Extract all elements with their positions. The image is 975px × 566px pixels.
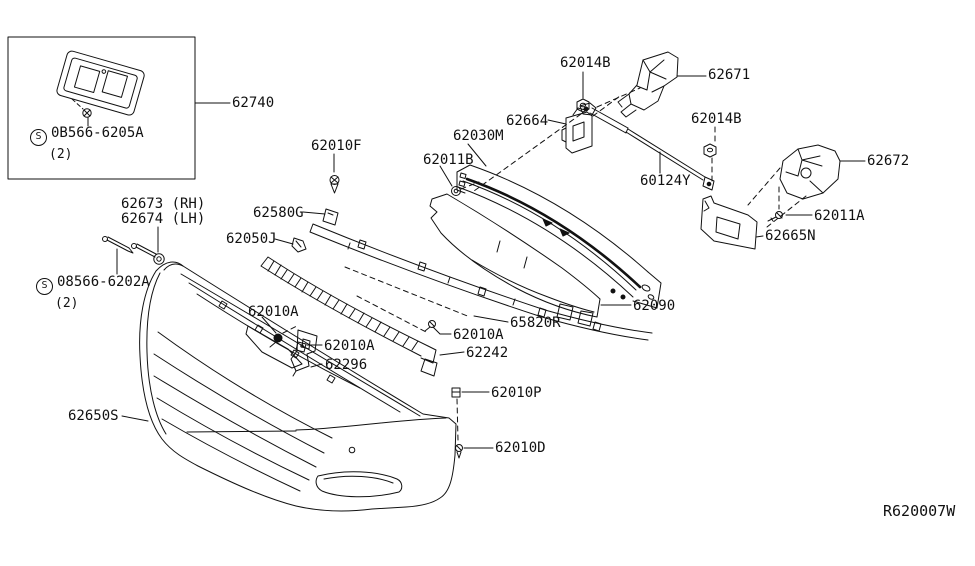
part-label-62010a-upper: 62010A xyxy=(453,327,504,343)
absorber-62090 xyxy=(429,193,601,327)
fastener-number: 0B566-6205A xyxy=(51,125,144,141)
construction-lines xyxy=(282,87,807,441)
part-label-62672: 62672 xyxy=(867,153,910,169)
license-plate-bracket xyxy=(56,50,145,116)
part-label-62242: 62242 xyxy=(466,345,509,361)
inset-box xyxy=(7,36,196,180)
part-label-62664: 62664 xyxy=(506,113,549,129)
bracket-62665n xyxy=(700,195,758,250)
part-label-62671: 62671 xyxy=(708,67,751,83)
part-label-62010a-left: 62010A xyxy=(248,304,299,320)
part-label-62010p: 62010P xyxy=(491,385,542,401)
part-label-62014b-top: 62014B xyxy=(560,55,611,71)
part-label-62010a-center: 62010A xyxy=(324,338,375,354)
grommet-62011b xyxy=(451,186,461,196)
bumper-fascia xyxy=(139,261,457,512)
part-label-62014b-right: 62014B xyxy=(691,111,742,127)
part-label-62011b: 62011B xyxy=(423,152,474,168)
bracket-62580g-clip xyxy=(322,208,339,226)
part-label-62010d: 62010D xyxy=(495,440,546,456)
part-label-62050j: 62050J xyxy=(226,231,277,247)
bracket-62296 xyxy=(290,329,318,377)
clip-62050j xyxy=(291,237,307,253)
part-label-65820r: 65820R xyxy=(510,315,561,331)
finisher-strip-62580g xyxy=(309,223,653,341)
s-symbol-icon: S xyxy=(36,278,53,295)
part-label-62090: 62090 xyxy=(633,298,676,314)
inset-screw xyxy=(71,98,92,127)
bracket-62664 xyxy=(561,107,593,154)
clip-62010p xyxy=(451,387,461,398)
fastener-qty: (2) xyxy=(55,296,79,311)
fastener-number: 08566-6202A xyxy=(57,274,150,290)
part-label-62740: 62740 xyxy=(232,95,275,111)
leader-lines xyxy=(116,71,866,449)
screws-62010a xyxy=(269,320,436,353)
part-label-62673-rh: 62673 (RH) xyxy=(121,196,206,212)
rod-60124y xyxy=(579,102,715,191)
bracket-62671 xyxy=(617,51,679,118)
screw-62010f xyxy=(329,175,340,194)
part-label-62296: 62296 xyxy=(325,357,368,373)
part-label-62580g: 62580G xyxy=(253,205,304,221)
nut-62014b-right xyxy=(703,143,717,158)
part-label-62674-lh: 62674 (LH) xyxy=(121,211,206,227)
s-symbol-icon: S xyxy=(30,129,47,146)
pin-08566-6202a xyxy=(102,236,134,254)
nut-62014b-top xyxy=(576,98,590,113)
grommet-62673 xyxy=(131,243,165,265)
screw-62011a xyxy=(767,211,783,222)
part-label-62665n: 62665N xyxy=(765,228,816,244)
part-label-60124y: 60124Y xyxy=(640,173,691,189)
grille-strip-62242 xyxy=(260,256,438,377)
part-label-62010f: 62010F xyxy=(311,138,362,154)
part-label-62650s: 62650S xyxy=(68,408,119,424)
fastener-qty: (2) xyxy=(49,147,73,162)
screw-62010d xyxy=(455,444,463,459)
bracket-62672 xyxy=(779,144,841,200)
part-label-62030m: 62030M xyxy=(453,128,504,144)
part-label-62011a: 62011A xyxy=(814,208,865,224)
beam-62030m xyxy=(456,164,662,309)
diagram-ref-code: R620007W xyxy=(883,502,956,520)
